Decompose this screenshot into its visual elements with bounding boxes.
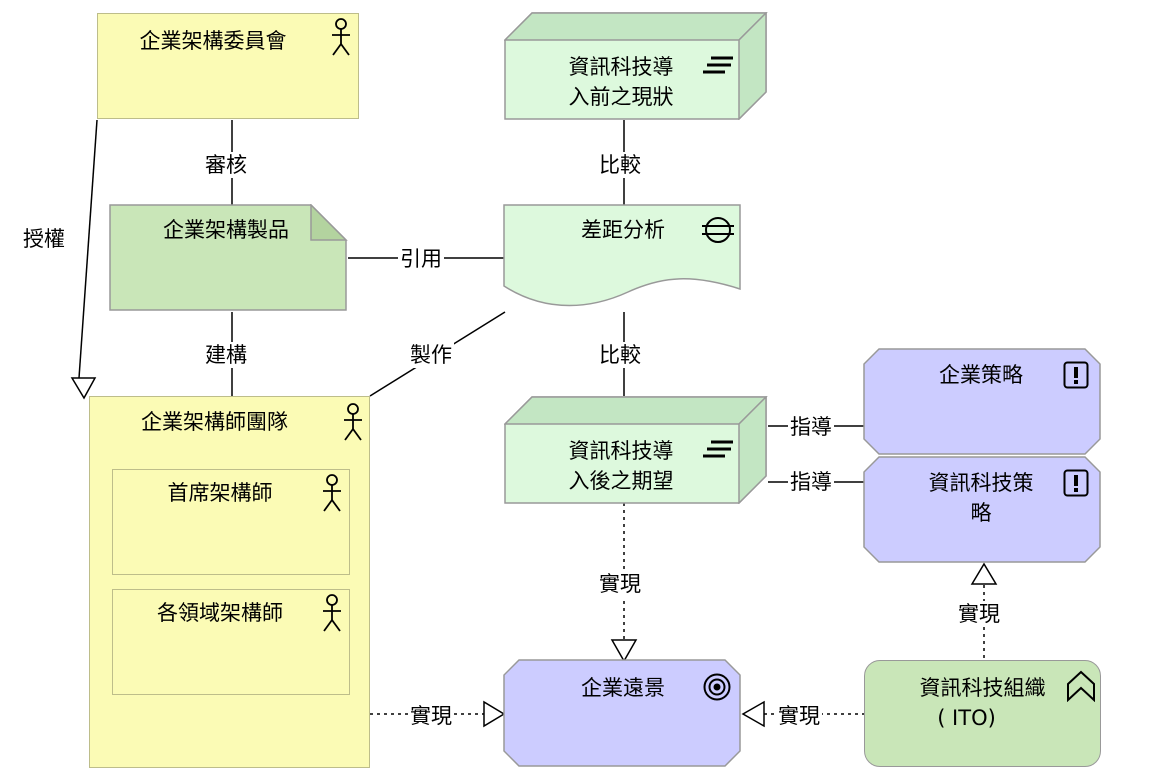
compare-bottom-label: 比較 [597, 342, 643, 368]
enterprise-vision-node[interactable] [503, 659, 743, 769]
gap-analysis-node[interactable] [503, 204, 743, 314]
ea-artifact-label: 企業架構製品 [163, 218, 289, 242]
authorize-label: 授權 [21, 226, 67, 252]
ea-committee-label: 企業架構委員會 [139, 29, 287, 53]
principle-icon [1063, 469, 1089, 497]
it-target-state-label-1: 資訊科技導 [568, 439, 674, 463]
it-current-state-label-1: 資訊科技導 [568, 55, 674, 79]
ea-committee-node[interactable]: 企業架構委員會 [97, 13, 359, 119]
enterprise-strategy-label: 企業策略 [939, 363, 1023, 387]
realize-bottom-arrowhead [741, 700, 765, 728]
ito-label-2: ( ITO) [937, 706, 996, 730]
actor-icon [344, 403, 362, 441]
ea-team-label: 企業架構師團隊 [141, 410, 288, 434]
produce-label: 製作 [408, 342, 454, 368]
enterprise-vision-label: 企業遠景 [581, 676, 665, 700]
realize-center-arrowhead [610, 639, 638, 663]
ea-team-node[interactable]: 企業架構師團隊 首席架構師 各領域架構師 [89, 396, 370, 768]
authorize-connection [78, 119, 98, 379]
domain-architects-label: 各領域架構師 [157, 601, 283, 625]
goal-icon [703, 673, 731, 701]
ito-label-1: 資訊科技組織 [919, 676, 1046, 700]
realize-left-label: 實現 [408, 703, 454, 729]
it-current-state-node[interactable] [504, 12, 768, 120]
authorize-arrowhead [70, 377, 97, 400]
it-strategy-node[interactable] [863, 456, 1103, 564]
gap-analysis-label: 差距分析 [581, 218, 665, 242]
realize-right-label: 實現 [956, 601, 1002, 627]
ea-artifact-node[interactable] [109, 204, 349, 312]
review-label: 審核 [203, 152, 249, 178]
actor-icon [323, 594, 341, 632]
capability-icon [1067, 670, 1095, 702]
guide-bottom-label: 指導 [788, 469, 834, 495]
actor-icon [323, 474, 341, 512]
realize-right-arrowhead [970, 562, 998, 585]
chief-architect-node[interactable]: 首席架構師 [112, 469, 350, 575]
gap-icon [702, 217, 734, 243]
realize-center-label: 實現 [597, 571, 643, 597]
deliverable-icon [703, 56, 733, 74]
chief-architect-label: 首席架構師 [167, 481, 273, 505]
reference-label: 引用 [398, 246, 444, 272]
domain-architects-node[interactable]: 各領域架構師 [112, 589, 350, 695]
realize-left-arrowhead [483, 700, 506, 728]
actor-icon [332, 18, 350, 56]
ito-node[interactable] [864, 660, 1101, 767]
compare-top-label: 比較 [597, 152, 643, 178]
deliverable-icon [703, 440, 733, 458]
it-target-state-node[interactable] [504, 396, 768, 504]
realize-bottom-label: 實現 [776, 703, 822, 729]
it-target-state-label-2: 入後之期望 [568, 469, 674, 493]
it-strategy-label-1: 資訊科技策 [928, 471, 1034, 495]
enterprise-strategy-node[interactable] [863, 348, 1103, 456]
it-strategy-label-2: 略 [970, 501, 992, 525]
guide-top-label: 指導 [788, 414, 834, 440]
principle-icon [1063, 361, 1089, 389]
it-current-state-label-2: 入前之現狀 [568, 85, 674, 109]
build-label: 建構 [203, 342, 249, 368]
